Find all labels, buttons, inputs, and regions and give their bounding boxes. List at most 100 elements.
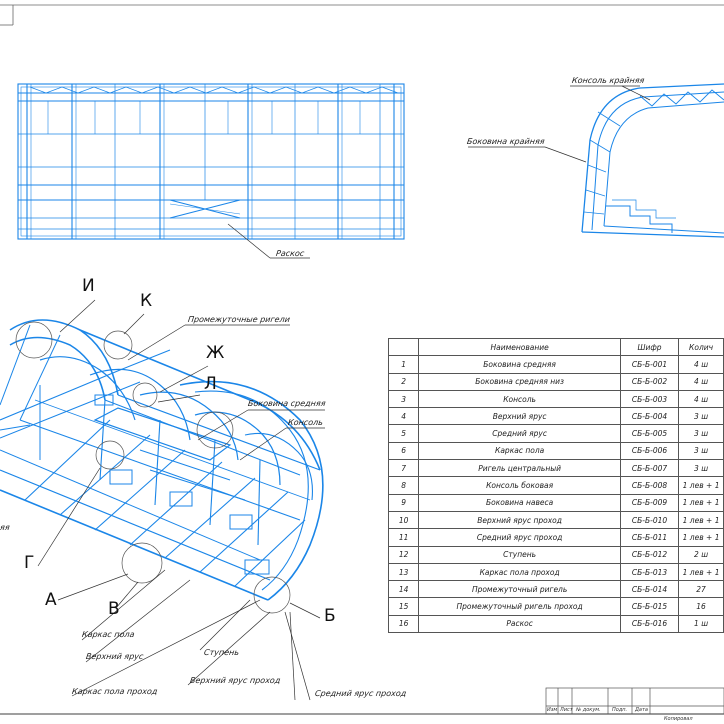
spec-header-row: Наименование Шифр Колич	[387, 337, 724, 357]
cell-name: Верхний ярус проход	[418, 510, 621, 530]
iso-leaders	[37, 299, 325, 701]
title-block	[545, 687, 724, 715]
cell-qty: 3 ш	[678, 441, 724, 461]
cell-name: Каркас пола	[418, 441, 621, 461]
label-side-middle: Боковина средняя	[247, 399, 327, 408]
spec-header-code: Шифр	[619, 337, 680, 357]
cell-qty: 1 ш	[678, 614, 724, 634]
front-view-leaders	[468, 85, 651, 163]
cell-qty: 3 ш	[678, 424, 724, 443]
cell-name: Консоль боковая	[418, 476, 621, 495]
cell-code: СБ-Б-016	[619, 614, 680, 634]
title-block-cell-sheet: Лист	[560, 707, 573, 713]
cell-num: 2	[387, 372, 420, 391]
top-view-plan	[17, 83, 405, 240]
title-block-cell-rev: Изм	[547, 707, 558, 713]
cell-num: 12	[387, 545, 420, 564]
title-block-cell-docnum: № докум.	[576, 707, 601, 713]
cell-code: СБ-Б-011	[619, 528, 680, 547]
cell-qty: 1 лев + 1	[678, 562, 724, 582]
cell-qty: 3 ш	[678, 459, 724, 478]
cell-code: СБ-Б-013	[619, 562, 680, 582]
cell-name: Консоль	[418, 389, 621, 409]
detail-letter-l: Л	[204, 374, 217, 394]
cell-code: СБ-Б-009	[619, 493, 680, 512]
cell-num: 1	[387, 355, 420, 374]
cell-qty: 4 ш	[678, 355, 724, 374]
cell-qty: 4 ш	[678, 372, 724, 391]
title-block-cell-sign: Подп.	[612, 707, 628, 713]
cell-name: Промежуточный ригель	[418, 580, 621, 599]
cell-name: Средний ярус проход	[418, 528, 621, 547]
cell-code: СБ-Б-003	[619, 389, 680, 409]
cell-qty: 1 лев + 1	[678, 493, 724, 512]
detail-letter-zh: Ж	[206, 343, 225, 363]
cell-num: 15	[387, 597, 420, 616]
cell-num: 7	[387, 459, 420, 478]
cell-code: СБ-Б-006	[619, 441, 680, 461]
detail-letter-v: В	[108, 599, 120, 619]
detail-letter-i: И	[82, 276, 95, 296]
label-console: Консоль	[287, 418, 324, 427]
cell-num: 9	[387, 493, 420, 512]
cell-qty: 27	[678, 580, 724, 599]
label-cut-left: яя	[0, 523, 11, 532]
cell-code: СБ-Б-015	[619, 597, 680, 616]
detail-letter-a: А	[45, 590, 57, 610]
cell-name: Ступень	[418, 545, 621, 564]
cell-num: 13	[387, 562, 420, 582]
title-block-copied: Копировал	[664, 716, 693, 722]
label-brace-top: Раскос	[275, 249, 305, 258]
label-floor-frame-passage: Каркас пола проход	[71, 687, 159, 696]
label-upper-tier: Верхний ярус	[85, 652, 145, 661]
cell-name: Каркас пола проход	[418, 562, 621, 582]
cell-name: Ригель центральный	[418, 459, 621, 478]
cell-qty: 1 лев + 1	[678, 510, 724, 530]
label-upper-tier-passage: Верхний ярус проход	[189, 676, 281, 685]
detail-circles	[15, 321, 291, 614]
cell-code: СБ-Б-008	[619, 476, 680, 495]
spec-header-num	[387, 337, 420, 357]
detail-letter-g: Г	[24, 553, 35, 573]
cell-num: 16	[387, 614, 420, 634]
detail-letter-k: К	[140, 291, 153, 311]
spec-header-qty: Колич	[678, 337, 724, 357]
label-step: Ступень	[203, 648, 240, 657]
cell-code: СБ-Б-007	[619, 459, 680, 478]
cell-qty: 1 лев + 1	[678, 528, 724, 547]
cell-qty: 4 ш	[678, 389, 724, 409]
cell-num: 11	[387, 528, 420, 547]
cell-num: 5	[387, 424, 420, 443]
cell-num: 3	[387, 389, 420, 409]
isometric-view	[0, 319, 324, 601]
cell-num: 8	[387, 476, 420, 495]
label-console-edge: Консоль крайняя	[571, 76, 645, 85]
cell-name: Боковина средняя	[418, 355, 621, 374]
cell-name: Верхний ярус	[418, 407, 621, 426]
cell-code: СБ-Б-004	[619, 407, 680, 426]
cell-code: СБ-Б-001	[619, 355, 680, 374]
front-view-profile	[581, 83, 724, 238]
cell-qty: 2 ш	[678, 545, 724, 564]
label-intermediate-girders: Промежуточные ригели	[187, 315, 291, 324]
cell-code: СБ-Б-010	[619, 510, 680, 530]
top-view-leader	[227, 223, 310, 259]
cell-name: Боковина навеса	[418, 493, 621, 512]
cell-qty: 1 лев + 1	[678, 476, 724, 495]
